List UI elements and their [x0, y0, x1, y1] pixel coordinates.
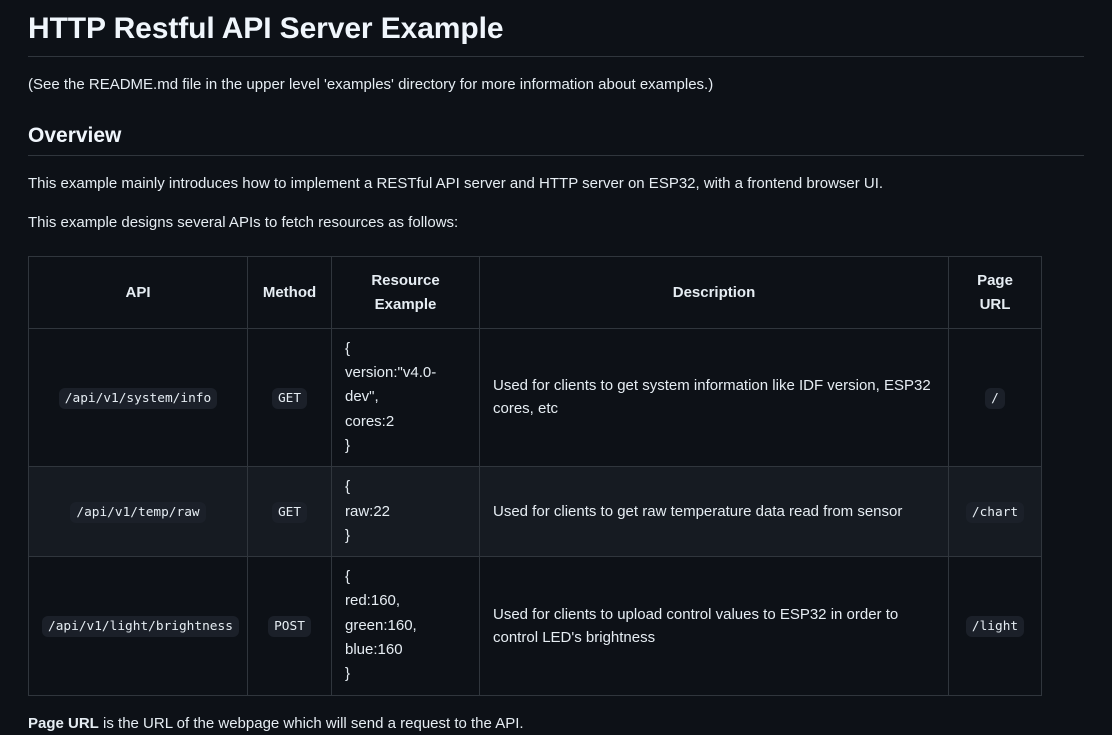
table-header-row: API Method Resource Example Description …	[28, 256, 1042, 329]
column-header-resource-example: Resource Example	[331, 256, 480, 329]
api-path-code: /api/v1/light/brightness	[42, 616, 239, 638]
page-url-code: /chart	[965, 502, 1025, 524]
http-method-badge: GET	[271, 502, 308, 524]
api-path-code: /api/v1/temp/raw	[70, 502, 206, 524]
table-row: /api/v1/light/brightness POST { red:160,…	[28, 556, 1042, 696]
page-url-cell: /light	[948, 556, 1042, 696]
http-method-badge: GET	[271, 387, 308, 409]
table-row: /api/v1/temp/raw GET { raw:22 } Used for…	[28, 466, 1042, 558]
page-url-cell: /	[948, 327, 1042, 468]
section-heading-overview: Overview	[28, 123, 122, 147]
resource-json: { red:160, green:160, blue:160 }	[345, 568, 417, 683]
resource-example-cell: { raw:22 }	[331, 466, 480, 558]
description-cell: Used for clients to get raw temperature …	[479, 466, 949, 558]
column-header-page-url: Page URL	[948, 256, 1042, 329]
method-cell: POST	[247, 556, 332, 696]
table-row: /api/v1/system/info GET { version:"v4.0-…	[28, 327, 1042, 468]
column-header-method: Method	[247, 256, 332, 329]
http-method-badge: POST	[268, 616, 311, 638]
column-header-description: Description	[479, 256, 949, 329]
page-url-term: Page URL	[28, 714, 99, 732]
column-header-api: API	[28, 256, 248, 329]
resource-json: { version:"v4.0-dev", cores:2 }	[345, 339, 437, 454]
api-path-cell: /api/v1/temp/raw	[28, 466, 248, 558]
resource-example-cell: { red:160, green:160, blue:160 }	[331, 556, 480, 696]
description-cell: Used for clients to upload control value…	[479, 556, 949, 696]
method-cell: GET	[247, 466, 332, 558]
overview-leadin-text: This example designs several APIs to fet…	[28, 214, 459, 231]
description-cell: Used for clients to get system informati…	[479, 327, 949, 468]
title-divider	[28, 55, 1084, 57]
document-body: HTTP Restful API Server Example (See the…	[0, 10, 1112, 735]
api-endpoints-table: API Method Resource Example Description …	[28, 256, 1042, 696]
readme-note: (See the README.md file in the upper lev…	[28, 75, 714, 93]
section-divider	[28, 154, 1084, 156]
resource-json: { raw:22 }	[345, 478, 391, 544]
method-cell: GET	[247, 327, 332, 468]
api-path-cell: /api/v1/light/brightness	[28, 556, 248, 696]
api-path-code: /api/v1/system/info	[58, 387, 218, 409]
api-path-cell: /api/v1/system/info	[28, 327, 248, 468]
page-url-code: /	[985, 387, 1005, 409]
page-url-definition: Page URL is the URL of the webpage which…	[28, 712, 1084, 735]
page-url-cell: /chart	[948, 466, 1042, 558]
resource-example-cell: { version:"v4.0-dev", cores:2 }	[331, 327, 480, 468]
page-title: HTTP Restful API Server Example	[28, 12, 504, 45]
page-url-code: /light	[965, 616, 1025, 638]
page-url-definition-text: is the URL of the webpage which will sen…	[98, 714, 524, 732]
overview-intro-text: This example mainly introduces how to im…	[28, 174, 884, 192]
